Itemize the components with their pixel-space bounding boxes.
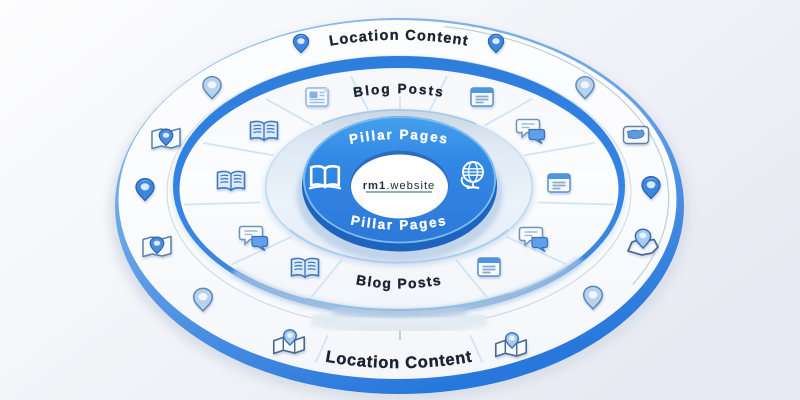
svg-text:Pillar Pages: Pillar Pages (348, 127, 450, 147)
svg-text:Blog Posts: Blog Posts (355, 271, 443, 291)
svg-text:Location Content: Location Content (328, 28, 470, 50)
svg-text:Pillar Pages: Pillar Pages (350, 213, 449, 233)
svg-text:Blog Posts: Blog Posts (352, 81, 446, 100)
svg-text:rm1.website: rm1.website (363, 180, 436, 192)
